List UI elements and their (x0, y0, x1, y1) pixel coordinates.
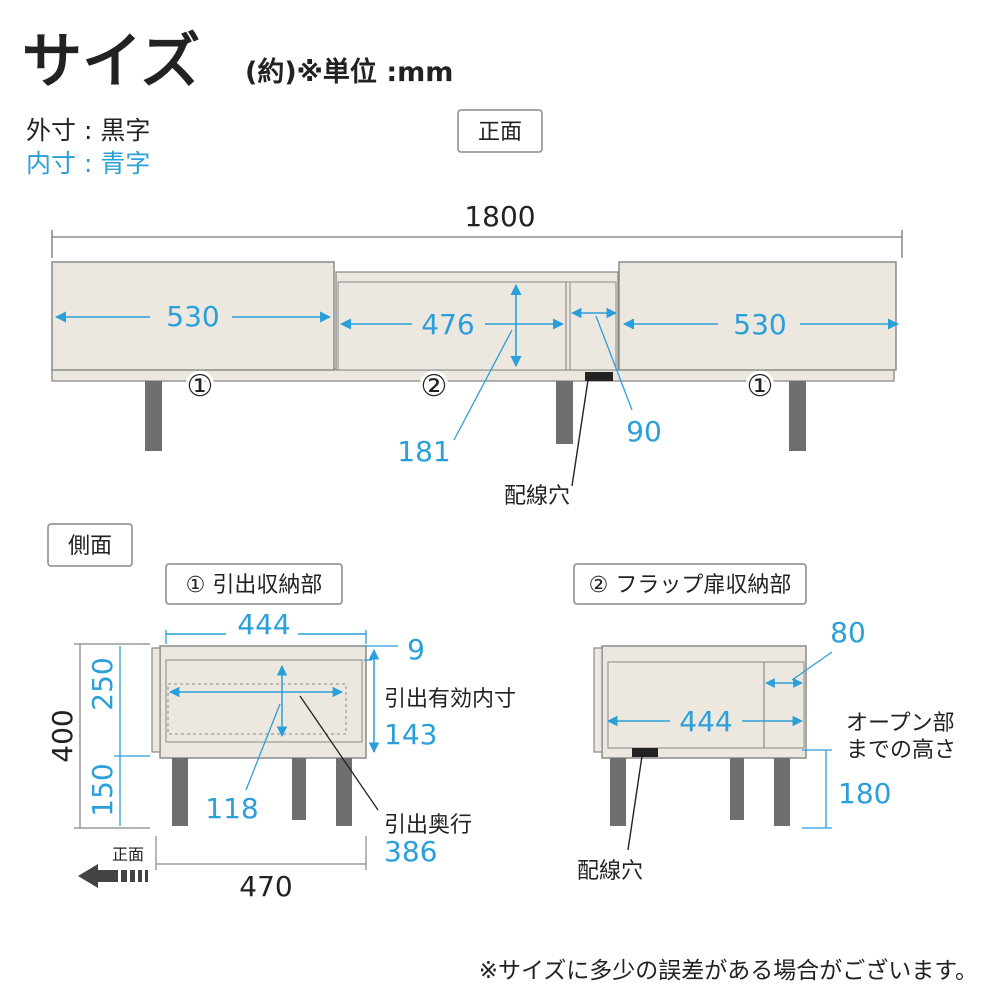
center-inner-height: 181 (397, 283, 522, 468)
svg-text:オープン部: オープン部 (846, 711, 955, 736)
page-title: サイズ (22, 27, 200, 97)
svg-text:444: 444 (237, 608, 290, 641)
svg-text:9: 9 (407, 633, 425, 666)
badge-1-right: ① (747, 369, 774, 404)
svg-text:正面: 正面 (112, 845, 144, 864)
front-direction-arrow-icon: 正面 (78, 845, 148, 888)
svg-text:80: 80 (830, 616, 866, 649)
svg-text:470: 470 (239, 870, 292, 903)
drawer-total-height: 400 (46, 643, 150, 829)
svg-text:引出奥行: 引出奥行 (384, 813, 472, 838)
flap-top-gap: 80 (765, 616, 866, 688)
drawer-top-gap: 9 (364, 633, 425, 666)
drawer-inner-width: 444 (165, 608, 367, 644)
svg-text:530: 530 (166, 300, 219, 333)
flap-inner-width: 444 (606, 705, 804, 738)
svg-text:① 引出収納部: ① 引出収納部 (186, 573, 323, 598)
side-view-label: 側面 (47, 523, 133, 567)
svg-text:90: 90 (626, 415, 662, 448)
svg-text:正面: 正面 (478, 120, 522, 145)
svg-text:引出有効内寸: 引出有効内寸 (384, 687, 516, 712)
flap-side-cabinet (593, 645, 807, 826)
drawer-side-cabinet (151, 645, 367, 826)
flap-cable-hole-callout: 配線穴 (577, 755, 643, 884)
front-view-label: 正面 (457, 109, 543, 153)
left-drawer-inner-width: 530 (54, 300, 332, 333)
drawer-effective-height: 引出有効内寸 143 (368, 648, 516, 754)
flap-section-title: ② フラップ扉収納部 (573, 563, 807, 605)
open-width-inner: 90 (570, 307, 662, 448)
svg-text:444: 444 (679, 705, 732, 738)
svg-text:400: 400 (46, 709, 79, 762)
front-cable-hole-callout: 配線穴 (504, 379, 589, 509)
unit-note: (約)※単位 :mm (245, 56, 453, 88)
svg-text:150: 150 (86, 763, 119, 816)
drawer-section-title: ① 引出収納部 (165, 563, 343, 605)
svg-text:180: 180 (838, 777, 891, 810)
drawer-upper-lower-heights: 250 150 (86, 646, 150, 826)
drawer-total-depth: 470 (155, 836, 367, 903)
svg-text:配線穴: 配線穴 (504, 484, 570, 509)
svg-text:181: 181 (397, 435, 450, 468)
svg-text:530: 530 (733, 308, 786, 341)
front-cabinet (51, 261, 897, 451)
front-total-width-dimension: 1800 (51, 200, 903, 258)
badge-1-left: ① (187, 369, 214, 404)
center-inner-width: 476 (339, 308, 565, 341)
svg-text:② フラップ扉収納部: ② フラップ扉収納部 (589, 573, 792, 598)
legend-outer: 外寸 : 黒字 (26, 116, 150, 145)
svg-text:143: 143 (384, 718, 437, 751)
footer-note: ※サイズに多少の誤差がある場合がございます。 (479, 957, 978, 984)
svg-text:側面: 側面 (68, 534, 112, 559)
svg-text:までの高さ: までの高さ (846, 738, 956, 763)
right-drawer-inner-width: 530 (622, 308, 900, 341)
svg-text:1800: 1800 (464, 200, 535, 233)
svg-text:386: 386 (384, 835, 437, 868)
drawer-inner-small-height: 118 (205, 664, 288, 825)
legend-inner: 内寸 : 青字 (26, 149, 150, 178)
svg-text:250: 250 (86, 657, 119, 710)
drawer-depth: 引出奥行 386 (168, 686, 472, 868)
open-height: オープン部 までの高さ 180 (802, 711, 956, 829)
svg-text:118: 118 (205, 792, 258, 825)
svg-text:配線穴: 配線穴 (577, 859, 643, 884)
badge-2-center: ② (421, 369, 448, 404)
svg-text:476: 476 (421, 308, 474, 341)
